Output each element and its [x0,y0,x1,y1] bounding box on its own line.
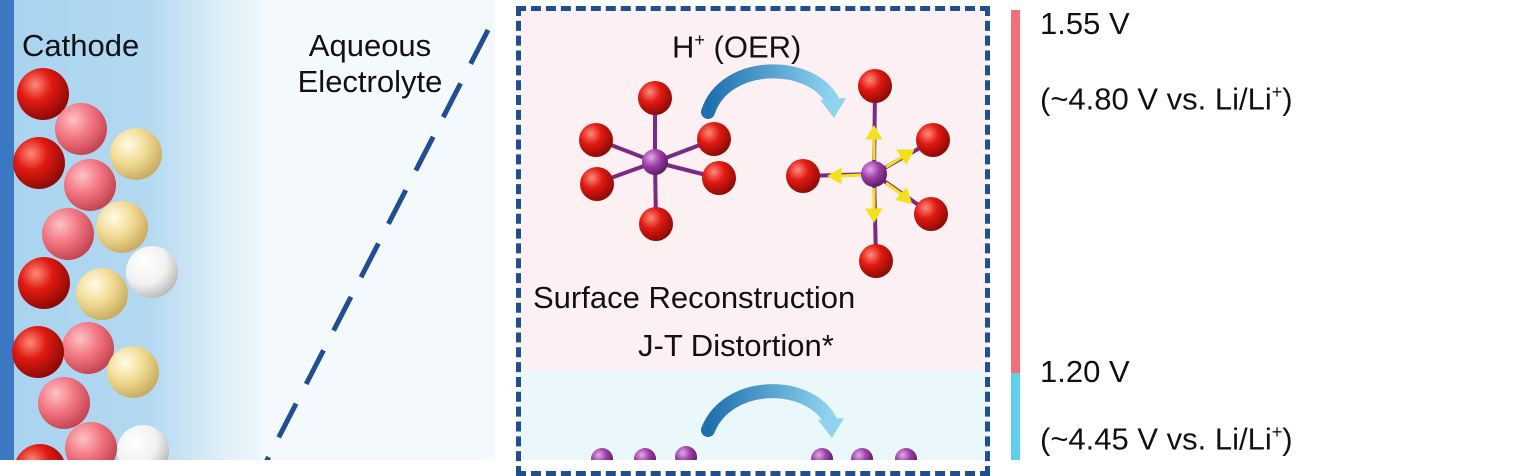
oxygen-atom [580,167,614,201]
electrolyte-region [260,0,495,460]
zoom-dashed-line [264,28,491,460]
particle-yellow [96,201,148,253]
oxygen-atom [786,159,820,193]
voltage-bar-low [1011,373,1020,460]
particle-red [13,137,65,189]
particle-red [16,444,64,460]
reaction-arrow-bottom [701,384,844,438]
particle-pink [65,422,117,460]
metal-atom [895,448,917,460]
particle-pink [38,377,90,429]
oxygen-atom [916,123,950,157]
reaction-label-suffix: (OER) [704,29,802,65]
lower-metal-atoms [591,446,917,460]
oxygen-atom [858,69,892,103]
octahedron-right [786,69,950,278]
particle-yellow [110,128,162,180]
particle-red [12,326,64,378]
metal-atom [851,448,873,460]
particle-yellow [76,268,128,320]
particle-white [117,425,169,460]
oxygen-atom [859,244,893,278]
particle-pink [62,322,114,374]
metal-atom [634,448,656,460]
zoom-panel-border [516,6,990,476]
metal-atom [642,149,668,175]
particle-yellow [107,346,159,398]
metal-atom [675,446,697,460]
cathode-particles [12,68,178,460]
reaction-label-prefix: H [672,29,695,65]
oxygen-atom [702,161,736,195]
electrolyte-label-line1: Aqueous [308,28,432,63]
electrolyte-label-line2: Electrolyte [297,64,443,99]
oxygen-atom [638,81,672,115]
oxygen-atom [914,197,948,231]
voltage-high-value: 1.55 V [1040,6,1130,41]
voltage-low-vs: (~4.45 V vs. Li/Li+) [1040,421,1293,457]
voltage-high-vs: (~4.80 V vs. Li/Li+) [1040,81,1293,117]
reaction-label-sup: + [694,30,705,50]
reaction-arrow-top [701,64,846,119]
oxygen-atom [697,122,731,156]
cathode-label: Cathode [22,28,140,63]
particle-pink [55,103,107,155]
voltage-bar-high [1011,10,1020,373]
diagram-graphics [12,28,950,460]
metal-atom [591,448,613,460]
particle-pink [64,159,116,211]
particle-red [18,257,70,309]
process-label-line2: J-T Distortion* [638,328,834,363]
reaction-label: H+ (OER) [672,22,801,65]
oxygen-atom [639,207,673,241]
particle-red [17,68,69,120]
oxygen-atom [579,123,613,157]
cathode-current-collector [0,0,14,460]
octahedron-left [579,81,736,241]
lower-panel-background [518,370,988,460]
metal-atom [861,161,887,187]
particle-white [126,246,178,298]
metal-atom [811,448,833,460]
electrolyte-label: Aqueous Electrolyte [262,28,478,100]
process-label-line1: Surface Reconstruction [533,280,856,315]
voltage-low-value: 1.20 V [1040,354,1130,389]
particle-pink [42,208,94,260]
